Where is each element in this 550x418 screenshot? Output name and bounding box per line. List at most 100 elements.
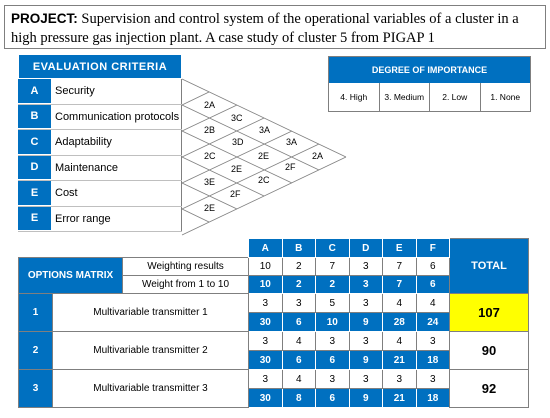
weight-1-10-row: Weight from 1 to 10 10 2 2 3 7 6 <box>19 275 529 294</box>
option-weighted-score: 28 <box>382 312 417 332</box>
option-score: 5 <box>315 293 350 313</box>
option-score: 3 <box>348 293 383 313</box>
empty-cell <box>19 239 249 258</box>
option-weighted-score: 30 <box>248 350 283 370</box>
option-weighted-row: 30 8 6 9 21 18 <box>19 388 529 408</box>
option-name: Multivariable transmitter 1 <box>52 293 249 332</box>
column-header: C <box>315 238 350 258</box>
pair-AD: 3A <box>259 125 270 135</box>
weighting-value: 10 <box>248 257 283 276</box>
pair-DE: 3E <box>204 177 215 187</box>
pair-AE: 3A <box>286 137 297 147</box>
importance-level: 3. Medium <box>380 83 430 111</box>
weighting-results-row: OPTIONS MATRIX Weighting results 10 2 7 … <box>18 257 529 294</box>
criteria-label: Communication protocols <box>51 104 182 129</box>
option-weighted-score: 21 <box>382 350 417 370</box>
option-score: 3 <box>348 331 383 351</box>
option-weighted-score: 30 <box>248 388 283 408</box>
matrix-header-row: A B C D E F TOTAL <box>19 238 529 294</box>
pair-DF: 2F <box>230 189 241 199</box>
criteria-label: Adaptability <box>51 130 182 155</box>
weight-value: 6 <box>415 275 450 294</box>
option-total: 107 <box>449 293 529 332</box>
option-weighted-score: 8 <box>281 388 316 408</box>
option-score: 4 <box>281 369 316 389</box>
option-score: 3 <box>248 369 283 389</box>
options-matrix-title: OPTIONS MATRIX <box>18 257 123 294</box>
option-total: 92 <box>449 369 529 408</box>
pair-BC: 2B <box>204 125 215 135</box>
criteria-label: Cost <box>51 181 182 206</box>
weight-1-10-label: Weight from 1 to 10 <box>122 275 249 294</box>
option-score-row: 3 Multivariable transmitter 3 3 4 3 3 3 … <box>18 369 529 408</box>
pair-BD: 3D <box>232 137 244 147</box>
option-score: 3 <box>348 369 383 389</box>
option-total: 90 <box>449 331 529 370</box>
weight-value: 10 <box>248 275 283 294</box>
weight-value: 3 <box>348 275 383 294</box>
importance-level: 2. Low <box>430 83 481 111</box>
weighting-results-label: Weighting results <box>122 257 249 276</box>
pair-CE: 2E <box>231 164 242 174</box>
total-header: TOTAL <box>449 238 529 294</box>
criteria-row: B Communication protocols <box>18 104 182 130</box>
pairwise-comparison-triangle: 2A 3C 2B 3A 3D 3A 2C 2E 2A 2F 2E 3E 2C 2… <box>181 78 347 236</box>
criteria-label: Security <box>51 79 182 104</box>
criteria-row: A Security <box>18 79 182 105</box>
option-score: 3 <box>415 331 450 351</box>
option-weighted-score: 30 <box>248 312 283 332</box>
option-weighted-score: 24 <box>415 312 450 332</box>
column-header: F <box>415 238 450 258</box>
option-score: 3 <box>248 331 283 351</box>
criteria-label: Maintenance <box>51 155 182 180</box>
importance-level: 1. None <box>490 92 521 102</box>
project-description: PROJECT: Supervision and control system … <box>4 5 546 49</box>
criteria-row: E Error range <box>18 206 182 232</box>
pair-AB: 2A <box>204 100 215 110</box>
criteria-letter: A <box>18 79 51 104</box>
criteria-row: C Adaptability <box>18 130 182 156</box>
option-weighted-score: 10 <box>315 312 350 332</box>
evaluation-criteria-list: EVALUATION CRITERIA A Security B Communi… <box>18 54 182 232</box>
option-number: 2 <box>18 331 53 370</box>
criteria-row: E Cost <box>18 181 182 207</box>
option-score: 3 <box>315 369 350 389</box>
option-score: 3 <box>382 369 417 389</box>
pair-AC: 3C <box>231 113 243 123</box>
criteria-letter: D <box>18 155 51 180</box>
option-weighted-score: 9 <box>348 350 383 370</box>
importance-level: 4. High <box>329 83 380 111</box>
option-weighted-score: 21 <box>382 388 417 408</box>
option-score: 4 <box>415 293 450 313</box>
pair-EF: 2E <box>204 203 215 213</box>
option-score: 3 <box>281 293 316 313</box>
option-score: 4 <box>281 331 316 351</box>
degree-of-importance-legend: DEGREE OF IMPORTANCE 4. High 3. Medium 2… <box>328 56 531 112</box>
criteria-letter: E <box>18 206 51 231</box>
pair-BF: 2F <box>285 162 296 172</box>
weighting-value: 2 <box>281 257 316 276</box>
column-header: E <box>382 238 417 258</box>
pair-BE: 2E <box>258 151 269 161</box>
column-header: B <box>281 238 316 258</box>
option-weighted-score: 18 <box>415 350 450 370</box>
option-name: Multivariable transmitter 2 <box>52 331 249 370</box>
importance-levels-row: 4. High 3. Medium 2. Low 1. None <box>329 83 530 111</box>
criteria-row: D Maintenance <box>18 155 182 181</box>
option-weighted-score: 6 <box>315 388 350 408</box>
option-score: 3 <box>315 331 350 351</box>
options-matrix-table: A B C D E F TOTAL OPTIONS MATRIX Weighti… <box>18 238 529 408</box>
weight-value: 2 <box>281 275 316 294</box>
pair-CF: 2C <box>258 175 270 185</box>
criteria-letter: E <box>18 181 51 206</box>
option-weighted-score: 9 <box>348 312 383 332</box>
option-score: 4 <box>382 331 417 351</box>
option-weighted-score: 18 <box>415 388 450 408</box>
option-score-row: 2 Multivariable transmitter 2 3 4 3 3 4 … <box>18 331 529 370</box>
weight-value: 7 <box>382 275 417 294</box>
criteria-letter: B <box>18 104 51 129</box>
option-name: Multivariable transmitter 3 <box>52 369 249 408</box>
evaluation-criteria-title: EVALUATION CRITERIA <box>18 54 182 79</box>
weighting-value: 3 <box>348 257 383 276</box>
option-number: 1 <box>18 293 53 332</box>
